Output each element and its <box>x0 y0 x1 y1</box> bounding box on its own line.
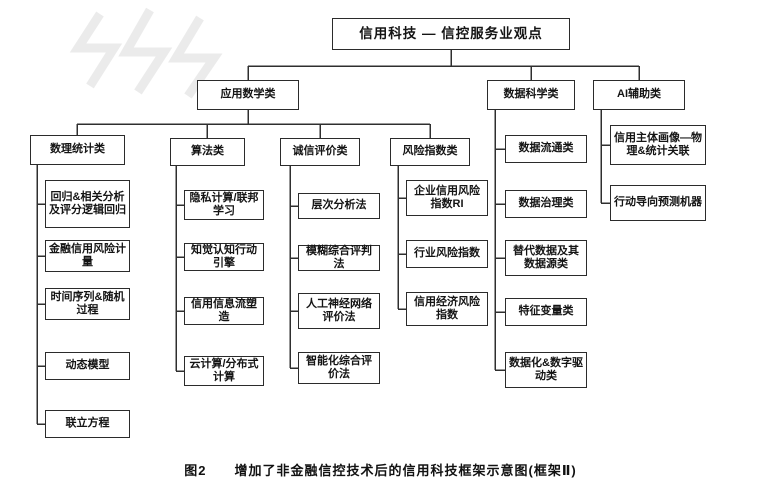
node-stats-item-3: 动态模型 <box>45 352 130 380</box>
node-algorithm-item-2: 信用信息流塑造 <box>184 297 264 325</box>
node-datasci-item-3: 特征变量类 <box>505 298 587 326</box>
node-stats-item-4: 联立方程 <box>45 410 130 438</box>
node-risk-item-1: 行业风险指数 <box>406 240 488 268</box>
node-datasci-item-2: 替代数据及其数据源类 <box>505 240 587 276</box>
node-integrity-item-3: 智能化综合评价法 <box>298 352 380 384</box>
node-group-algorithm: 算法类 <box>170 138 245 166</box>
node-ai-item-0: 信用主体画像—物理&统计关联 <box>610 125 706 165</box>
node-datasci-item-4: 数据化&数字驱动类 <box>505 352 587 388</box>
node-root-title: 信用科技 — 信控服务业观点 <box>332 18 570 50</box>
node-risk-item-2: 信用经济风险指数 <box>406 292 488 326</box>
node-stats-item-0: 回归&相关分析及评分逻辑回归 <box>45 180 130 228</box>
node-datasci-item-0: 数据流通类 <box>505 135 587 163</box>
node-algorithm-item-1: 知觉认知行动引擎 <box>184 243 264 271</box>
node-datasci-item-1: 数据治理类 <box>505 190 587 218</box>
node-algorithm-item-3: 云计算/分布式计算 <box>184 356 264 386</box>
node-integrity-item-2: 人工神经网络评价法 <box>298 293 380 329</box>
node-stats-item-2: 时间序列&随机过程 <box>45 288 130 320</box>
node-ai-item-1: 行动导向预测机器 <box>610 185 706 221</box>
node-ai-assist: AI辅助类 <box>593 80 685 110</box>
node-stats-item-1: 金融信用风险计量 <box>45 240 130 272</box>
node-group-stats: 数理统计类 <box>30 135 125 165</box>
node-applied-math: 应用数学类 <box>197 80 299 110</box>
node-group-risk-index: 风险指数类 <box>390 138 470 166</box>
watermark <box>69 7 223 99</box>
node-data-science: 数据科学类 <box>487 80 575 110</box>
node-algorithm-item-0: 隐私计算/联邦学习 <box>184 190 264 220</box>
node-integrity-item-0: 层次分析法 <box>298 193 380 219</box>
node-integrity-item-1: 模糊综合评判法 <box>298 245 380 271</box>
node-risk-item-0: 企业信用风险指数RI <box>406 180 488 216</box>
node-group-integrity: 诚信评价类 <box>280 138 360 166</box>
figure-caption: 图2 增加了非金融信控技术后的信用科技框架示意图(框架Ⅱ) <box>184 463 577 478</box>
